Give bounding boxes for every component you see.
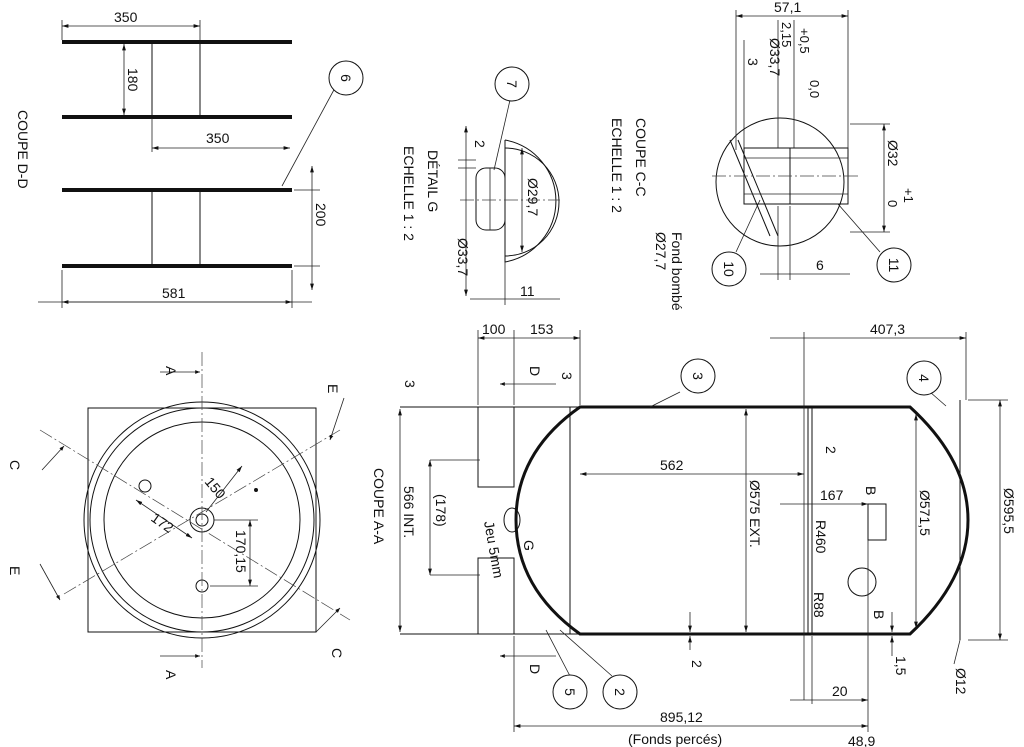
section-mark-c-right: C xyxy=(329,648,345,658)
balloon-11 xyxy=(876,247,912,283)
dim-aa-r460: R460 xyxy=(813,520,829,554)
dim-581: 581 xyxy=(162,285,186,301)
dim-aa-575-ext: Ø575 EXT. xyxy=(747,480,763,548)
coupe-cc-title-2: ECHELLE 1 : 2 xyxy=(609,118,625,213)
section-mark-c-left: C xyxy=(7,460,23,470)
section-mark-a-top: A xyxy=(163,366,179,376)
dim-cc-3: 3 xyxy=(745,58,761,66)
dim-aa-100: 100 xyxy=(482,321,506,337)
dim-aa-1-5: 1,5 xyxy=(893,656,909,676)
label-g: G xyxy=(521,540,537,551)
detail-g-marker xyxy=(503,507,521,533)
dim-aa-3-top: 3 xyxy=(559,372,575,380)
dim-aa-566-int: 566 INT. xyxy=(401,486,417,538)
dim-cc-6: 6 xyxy=(816,257,824,273)
dim-200: 200 xyxy=(313,203,329,227)
section-mark-e-left: E xyxy=(7,566,23,575)
dim-aa-407-3: 407,3 xyxy=(870,321,905,337)
detail-g-title-2: ECHELLE 1 : 2 xyxy=(401,146,417,241)
balloon-6 xyxy=(328,60,364,96)
dim-aa-r88: R88 xyxy=(811,592,827,618)
dim-aa-2-right: 2 xyxy=(823,446,839,454)
detail-circle-cc xyxy=(715,117,845,247)
dim-350-top: 350 xyxy=(114,9,138,25)
dim-aa-895-12: 895,12 xyxy=(660,709,703,725)
label-jeu-5mm: Jeu 5mm xyxy=(481,520,507,579)
balloon-11-label: 11 xyxy=(886,258,902,273)
tank-support-top xyxy=(477,406,515,488)
section-mark-d-bottom: D xyxy=(527,664,543,674)
detail-g-outline xyxy=(504,139,557,263)
plan-view: A A E E C C 150 172 170,15 xyxy=(7,352,351,680)
balloon-4-label: 4 xyxy=(916,374,932,382)
coupe-cc-title-1: COUPE C-C xyxy=(633,118,649,197)
nozzle-bottom xyxy=(847,567,877,597)
dim-aa-178: (178) xyxy=(433,494,449,527)
dim-detail-2: 2 xyxy=(472,140,488,148)
coupe-dd-title: COUPE D-D xyxy=(15,110,31,189)
dim-cc-tol-plus: +0,5 xyxy=(797,28,812,54)
dim-cc-32: Ø32 xyxy=(885,140,901,167)
nozzle-top xyxy=(867,503,887,541)
section-mark-d-top: D xyxy=(527,366,543,376)
coupe-aa-view: COUPE A-A D D B B 100 153 407,3 3 xyxy=(371,321,1017,747)
section-mark-e-right: E xyxy=(325,384,341,393)
coupe-dd-view: COUPE D-D 350 180 350 200 581 6 xyxy=(15,9,364,308)
balloon-10 xyxy=(711,251,747,287)
section-mark-b-top: B xyxy=(863,486,879,495)
balloon-7 xyxy=(494,66,530,102)
dim-aa-12: Ø12 xyxy=(953,668,969,695)
dim-aa-153: 153 xyxy=(530,321,554,337)
coupe-aa-title: COUPE A-A xyxy=(371,468,387,545)
balloon-10-label: 10 xyxy=(721,261,737,277)
balloon-4 xyxy=(906,360,942,396)
balloon-5-label: 5 xyxy=(562,688,578,696)
dim-detail-11: 11 xyxy=(520,283,535,299)
dim-plan-150: 150 xyxy=(202,474,229,502)
plan-hole-1 xyxy=(138,479,152,493)
coupe-cc-view: COUPE C-C ECHELLE 1 : 2 Ø27,7 Fond bombé… xyxy=(609,0,916,311)
balloon-7-label: 7 xyxy=(504,80,520,88)
label-fonds-perces: (Fonds percés) xyxy=(628,731,722,747)
dim-cc-tol-0: 0 xyxy=(885,200,900,207)
dim-aa-571-5: Ø571,5 xyxy=(917,490,933,536)
dim-aa-562: 562 xyxy=(660,457,684,473)
dim-aa-48-9: 48,9 xyxy=(848,733,875,747)
section-mark-b-bottom: B xyxy=(871,610,887,619)
dim-aa-3-left: 3 xyxy=(402,380,418,388)
dim-180: 180 xyxy=(125,68,141,92)
dim-detail-33-7: Ø33,7 xyxy=(455,238,471,276)
dim-plan-172: 172 xyxy=(148,509,176,536)
section-mark-a-bottom: A xyxy=(163,670,179,680)
tank-body xyxy=(514,405,970,636)
dim-cc-tol-plus1: +1 xyxy=(901,188,916,203)
dim-350-mid: 350 xyxy=(206,130,230,146)
detail-g-title-1: DÉTAIL G xyxy=(425,150,441,212)
dim-aa-167: 167 xyxy=(820,487,844,503)
dim-plan-170-15: 170,15 xyxy=(233,530,249,573)
label-fond-bombe: Fond bombé xyxy=(669,232,685,311)
dim-cc-2-15: 2,15 xyxy=(779,22,794,47)
dim-aa-595-5: Ø595,5 xyxy=(1001,488,1017,534)
dim-cc-tol-zero: 0,0 xyxy=(807,80,822,98)
balloon-3-label: 3 xyxy=(690,372,706,380)
dim-cc-27-7: Ø27,7 xyxy=(653,232,669,270)
balloon-6-label: 6 xyxy=(338,74,354,82)
dim-detail-29-7: Ø29,7 xyxy=(525,178,541,216)
balloon-2 xyxy=(602,674,638,710)
dim-aa-2-bottom: 2 xyxy=(689,660,705,668)
balloon-2-label: 2 xyxy=(612,688,628,696)
balloon-3 xyxy=(680,358,716,394)
detail-g-view: DÉTAIL G ECHELLE 1 : 2 2 Ø29,7 Ø33,7 11 … xyxy=(401,66,560,305)
balloon-5 xyxy=(552,674,588,710)
dim-cc-33-7: Ø33,7 xyxy=(767,38,783,76)
dim-cc-57-1: 57,1 xyxy=(774,0,801,15)
dim-aa-20: 20 xyxy=(832,683,848,699)
